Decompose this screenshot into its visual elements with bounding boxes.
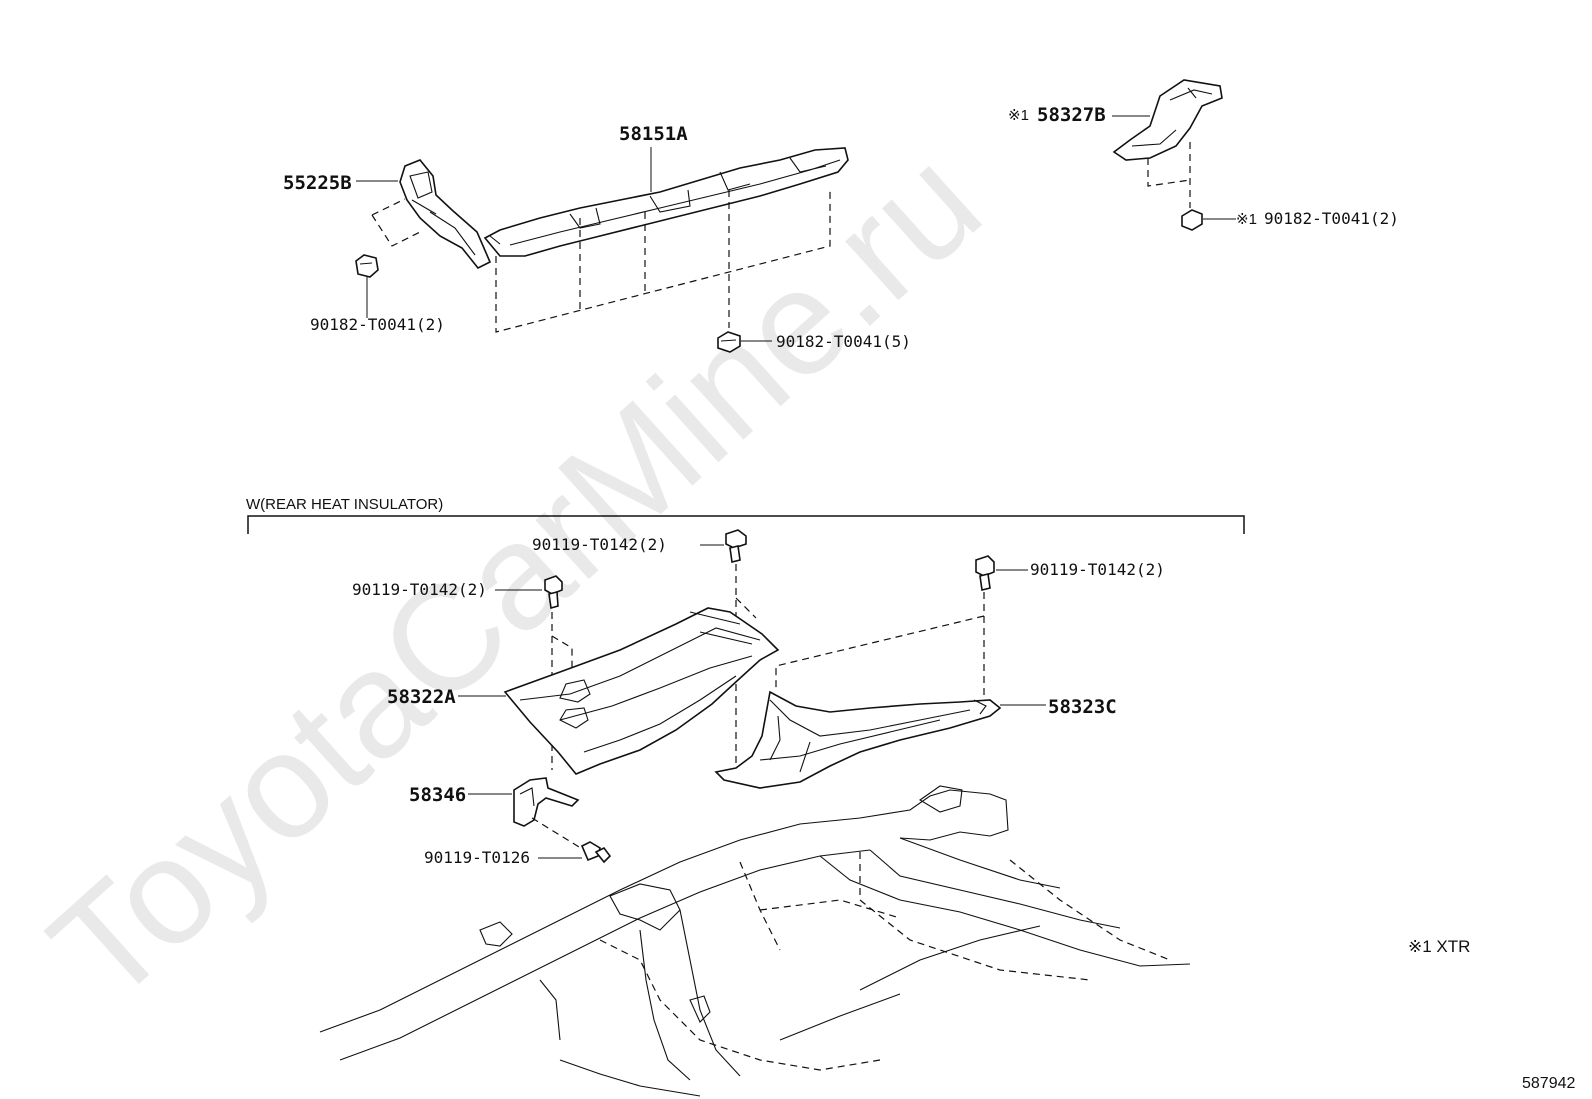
- part-58327B-insulator: [1112, 79, 1223, 161]
- diagram-id: 587942: [1522, 1075, 1575, 1092]
- part-58323C-insulator: [714, 690, 1002, 789]
- label-clip-right: 90182-T0041(2): [1264, 209, 1399, 228]
- label-clip-left: 90182-T0041(2): [310, 315, 445, 334]
- vehicle-frame: [319, 785, 1191, 1097]
- label-58346: 58346: [409, 784, 466, 806]
- part-58346-bracket: [513, 777, 580, 827]
- label-bolt-bracket: 90119-T0126: [424, 848, 530, 867]
- section-label: W(REAR HEAT INSULATOR): [246, 496, 443, 513]
- label-55225B: 55225B: [283, 172, 352, 194]
- clip-right: [1181, 209, 1203, 231]
- label-58327B-mark: ※1: [1008, 107, 1029, 124]
- footnote: ※1 XTR: [1408, 937, 1470, 956]
- bolt-bracket: [580, 841, 612, 864]
- bolt-left: [544, 575, 563, 610]
- label-bolt-top-center: 90119-T0142(2): [532, 535, 667, 554]
- section-frame: [247, 515, 1245, 534]
- label-clip-center: 90182-T0041(5): [776, 332, 911, 351]
- label-58323C: 58323C: [1048, 696, 1117, 718]
- label-58322A: 58322A: [387, 686, 456, 708]
- label-bolt-left: 90119-T0142(2): [352, 580, 487, 599]
- clip-left: [355, 254, 379, 278]
- label-clip-right-mark: ※1: [1236, 211, 1257, 228]
- label-bolt-right: 90119-T0142(2): [1030, 560, 1165, 579]
- part-58322A-insulator: [503, 607, 780, 775]
- label-58151A: 58151A: [619, 123, 688, 145]
- clip-center: [717, 331, 741, 353]
- part-55225B-bracket: [399, 159, 492, 270]
- part-58151A-insulator: [483, 147, 849, 257]
- bolt-right: [975, 555, 995, 591]
- label-58327B: 58327B: [1037, 104, 1106, 126]
- bolt-top-center: [725, 529, 747, 563]
